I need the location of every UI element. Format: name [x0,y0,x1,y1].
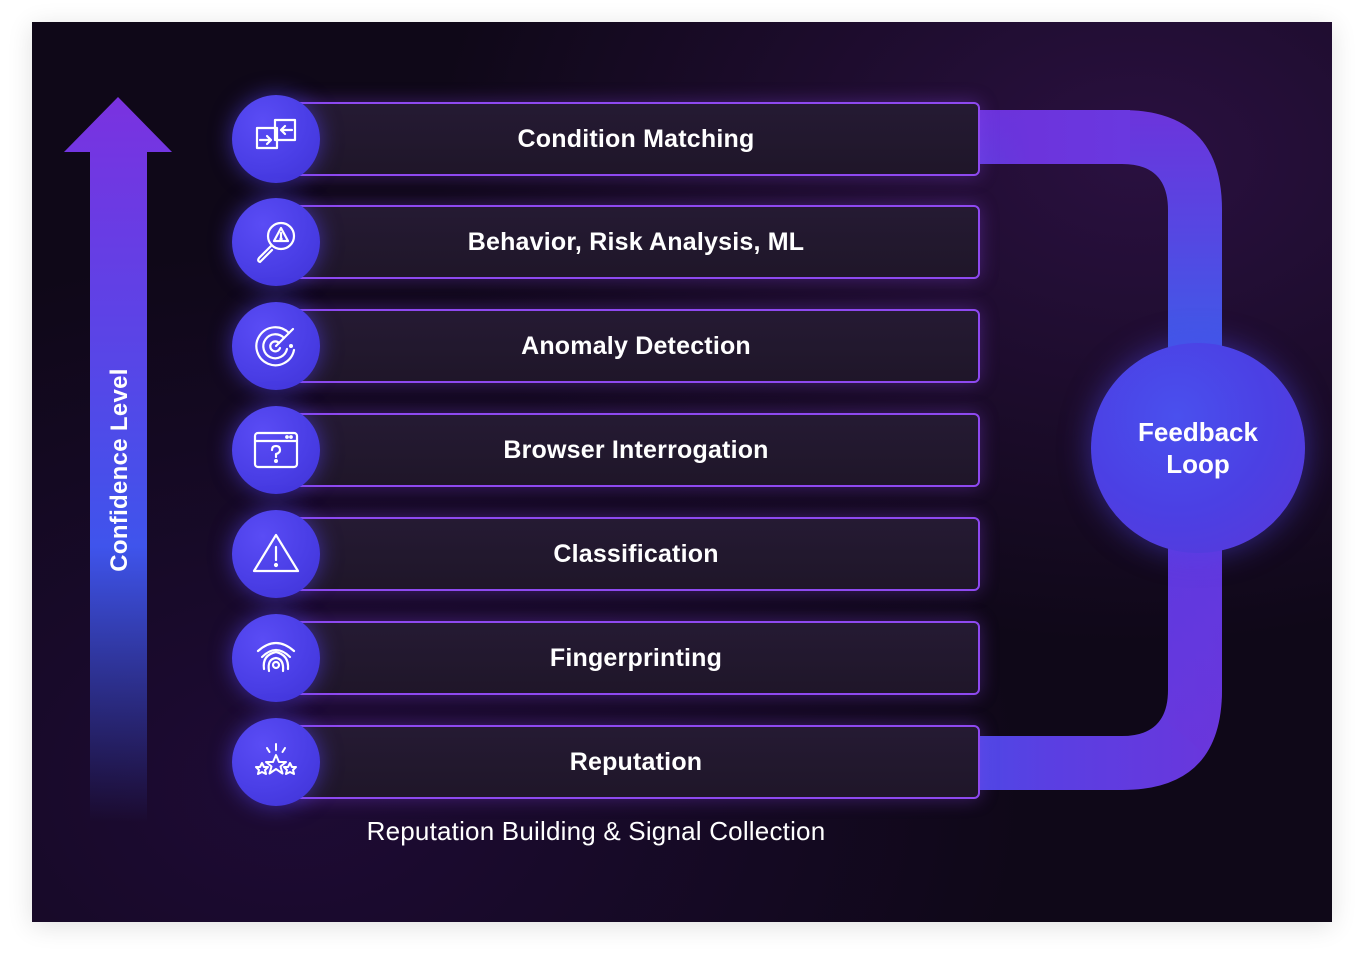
browser-question-icon [232,406,320,494]
layer-label: Classification [553,539,719,568]
layer-reputation: Reputation [292,725,980,799]
confidence-arrow [64,97,172,822]
layer-label: Reputation [569,747,703,776]
stars-icon [232,718,320,806]
layer-label: Browser Interrogation [503,435,769,464]
layer-anomaly-detection: Anomaly Detection [292,309,980,383]
layer-label: Behavior, Risk Analysis, ML [467,227,805,256]
warning-triangle-icon [232,510,320,598]
feedback-loop-node: Feedback Loop [1091,343,1305,553]
layer-condition-matching: Condition Matching [292,102,980,176]
layer-label: Fingerprinting [549,643,723,672]
diagram-canvas: Confidence Level Condition Matching Beha… [32,22,1332,922]
risk-search-icon [232,198,320,286]
feedback-loop-label-line2: Loop [1166,449,1230,479]
layer-label: Anomaly Detection [521,331,751,360]
layer-classification: Classification [292,517,980,591]
feedback-loop-label-line1: Feedback [1138,417,1258,447]
layer-fingerprinting: Fingerprinting [292,621,980,695]
condition-matching-icon [232,95,320,183]
layer-behavior-risk-analysis: Behavior, Risk Analysis, ML [292,205,980,279]
footer-caption: Reputation Building & Signal Collection [366,816,826,846]
layer-browser-interrogation: Browser Interrogation [292,413,980,487]
confidence-level-label: Confidence Level [106,368,133,572]
layer-label: Condition Matching [517,124,755,153]
fingerprint-icon [232,614,320,702]
radar-icon [232,302,320,390]
